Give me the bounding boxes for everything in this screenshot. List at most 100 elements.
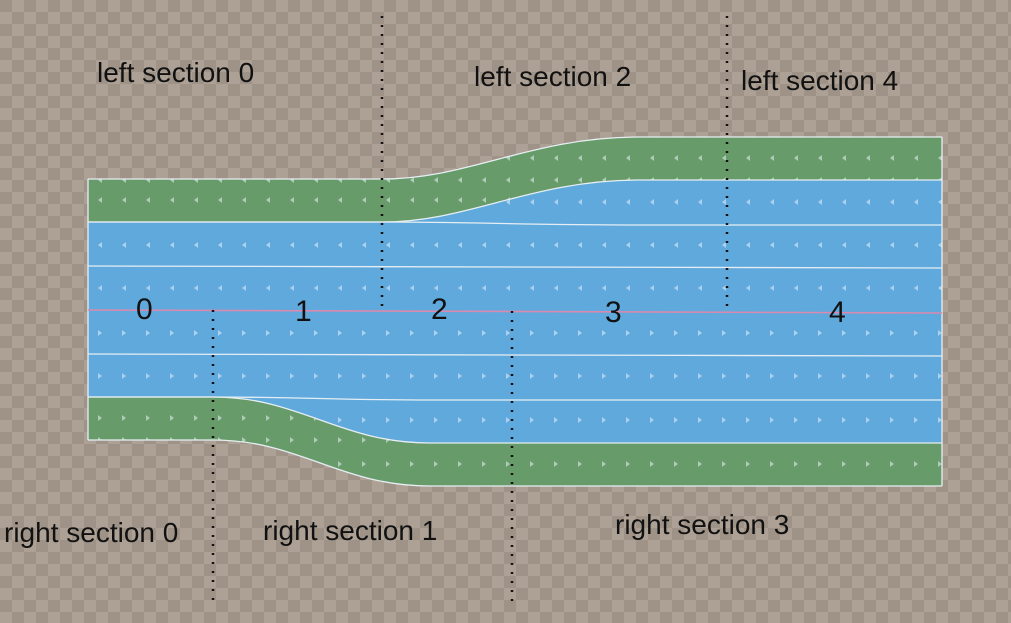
arrow-left-icon bbox=[146, 197, 150, 203]
arrow-left-icon bbox=[650, 242, 654, 248]
label-left-section-2: left section 2 bbox=[474, 61, 632, 92]
arrow-right-icon bbox=[338, 461, 342, 467]
arrow-left-icon bbox=[578, 285, 582, 291]
arrow-right-icon bbox=[578, 330, 582, 336]
arrow-left-icon bbox=[482, 242, 486, 248]
arrow-left-icon bbox=[674, 155, 678, 161]
arrow-right-icon bbox=[434, 330, 438, 336]
arrow-right-icon bbox=[674, 461, 678, 467]
arrow-left-icon bbox=[890, 199, 894, 205]
arrow-left-icon bbox=[578, 242, 582, 248]
arrow-left-icon bbox=[434, 242, 438, 248]
arrow-right-icon bbox=[338, 373, 342, 379]
arrow-right-icon bbox=[698, 373, 702, 379]
arrow-right-icon bbox=[770, 417, 774, 423]
lane-border-line bbox=[88, 439, 942, 487]
arrow-left-icon bbox=[866, 285, 870, 291]
arrow-left-icon bbox=[146, 285, 150, 291]
arrow-left-icon bbox=[194, 285, 198, 291]
arrow-right-icon bbox=[890, 330, 894, 336]
arrow-left-icon bbox=[746, 199, 750, 205]
arrow-right-icon bbox=[410, 373, 414, 379]
label-right-section-0: right section 0 bbox=[4, 517, 179, 548]
arrow-left-icon bbox=[98, 197, 102, 203]
arrow-left-icon bbox=[410, 285, 414, 291]
arrow-left-icon bbox=[458, 197, 462, 203]
arrow-left-icon bbox=[122, 242, 126, 248]
arrow-right-icon bbox=[290, 373, 294, 379]
arrow-left-icon bbox=[626, 285, 630, 291]
arrow-left-icon bbox=[242, 197, 246, 203]
label-right-section-1: right section 1 bbox=[263, 515, 438, 546]
label-left-section-4: left section 4 bbox=[741, 65, 899, 96]
arrow-left-icon bbox=[866, 242, 870, 248]
section-number-1: 1 bbox=[295, 295, 312, 328]
arrow-left-icon bbox=[722, 199, 726, 205]
arrow-right-icon bbox=[218, 330, 222, 336]
arrow-right-icon bbox=[914, 461, 918, 467]
arrow-right-icon bbox=[842, 417, 846, 423]
arrow-right-icon bbox=[266, 415, 270, 421]
arrow-right-icon bbox=[338, 330, 342, 336]
arrow-right-icon bbox=[914, 373, 918, 379]
arrow-left-icon bbox=[818, 155, 822, 161]
arrow-left-icon bbox=[530, 242, 534, 248]
arrow-right-icon bbox=[722, 461, 726, 467]
arrow-left-icon bbox=[482, 177, 486, 183]
arrow-left-icon bbox=[530, 199, 534, 205]
arrow-right-icon bbox=[410, 330, 414, 336]
arrow-right-icon bbox=[938, 417, 942, 423]
left-sidewalk-lane bbox=[88, 137, 942, 222]
arrow-right-icon bbox=[650, 373, 654, 379]
arrow-left-icon bbox=[578, 155, 582, 161]
arrow-left-icon bbox=[170, 242, 174, 248]
lane-border-lines bbox=[87, 136, 943, 487]
arrow-right-icon bbox=[170, 330, 174, 336]
arrow-left-icon bbox=[914, 242, 918, 248]
right-lane-arrows bbox=[98, 330, 942, 423]
arrow-left-icon bbox=[938, 285, 942, 291]
arrow-right-icon bbox=[266, 373, 270, 379]
arrow-left-icon bbox=[338, 285, 342, 291]
arrow-left-icon bbox=[890, 285, 894, 291]
arrow-left-icon bbox=[458, 285, 462, 291]
arrow-right-icon bbox=[266, 330, 270, 336]
arrow-left-icon bbox=[602, 199, 606, 205]
arrow-left-icon bbox=[434, 177, 438, 183]
arrow-left-icon bbox=[674, 199, 678, 205]
arrow-right-icon bbox=[242, 373, 246, 379]
lane-border-line bbox=[88, 136, 942, 180]
arrow-right-icon bbox=[530, 461, 534, 467]
arrow-left-icon bbox=[746, 242, 750, 248]
arrow-right-icon bbox=[818, 373, 822, 379]
arrow-right-icon bbox=[938, 373, 942, 379]
label-left-section-0: left section 0 bbox=[97, 57, 255, 88]
arrow-right-icon bbox=[218, 415, 222, 421]
arrow-right-icon bbox=[506, 330, 510, 336]
arrow-right-icon bbox=[842, 373, 846, 379]
arrow-left-icon bbox=[266, 197, 270, 203]
arrow-right-icon bbox=[482, 373, 486, 379]
arrow-left-icon bbox=[530, 177, 534, 183]
arrow-left-icon bbox=[194, 197, 198, 203]
arrow-right-icon bbox=[362, 373, 366, 379]
arrow-left-icon bbox=[698, 155, 702, 161]
arrow-right-icon bbox=[314, 437, 318, 443]
lane-border-line bbox=[88, 396, 942, 444]
arrow-left-icon bbox=[650, 155, 654, 161]
arrow-left-icon bbox=[170, 197, 174, 203]
arrow-right-icon bbox=[746, 461, 750, 467]
arrow-left-icon bbox=[602, 242, 606, 248]
arrow-right-icon bbox=[866, 461, 870, 467]
arrow-right-icon bbox=[818, 330, 822, 336]
arrow-left-icon bbox=[386, 242, 390, 248]
arrow-left-icon bbox=[794, 199, 798, 205]
arrow-left-icon bbox=[170, 285, 174, 291]
arrow-right-icon bbox=[530, 330, 534, 336]
arrow-right-icon bbox=[314, 373, 318, 379]
arrow-right-icon bbox=[458, 330, 462, 336]
arrow-left-icon bbox=[290, 197, 294, 203]
arrow-left-icon bbox=[770, 285, 774, 291]
arrow-right-icon bbox=[98, 415, 102, 421]
arrow-right-icon bbox=[290, 330, 294, 336]
